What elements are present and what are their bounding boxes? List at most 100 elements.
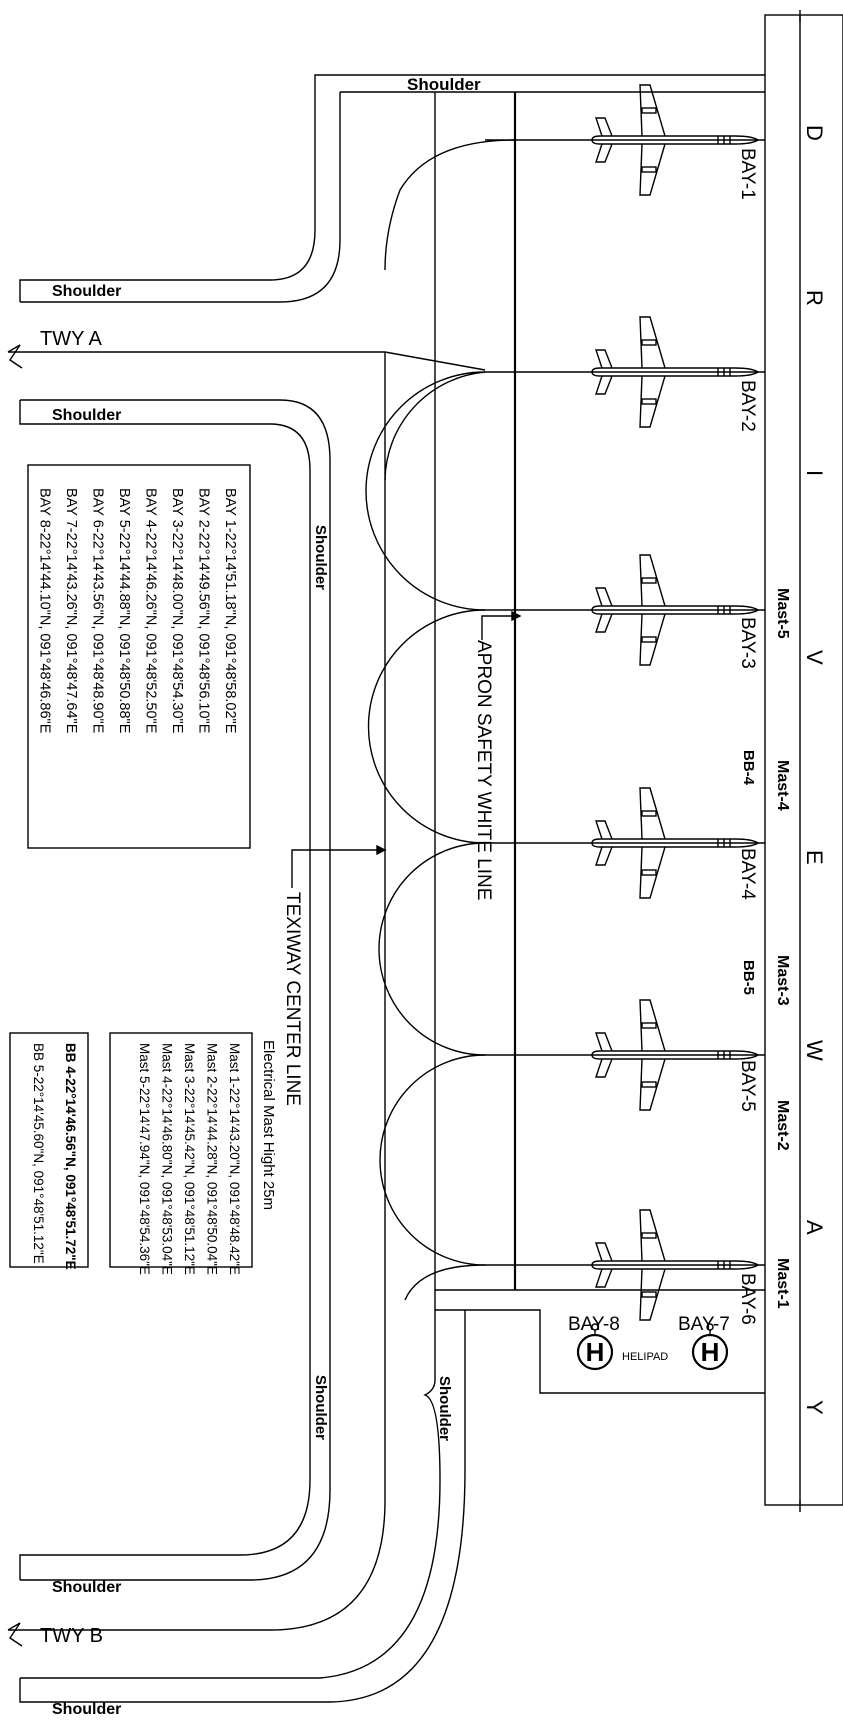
mast-box-title: Electrical Mast Hight 25m [260, 1040, 277, 1210]
bb-coords-box [9, 1032, 89, 1268]
twy-b-centerline [8, 352, 386, 1631]
aircraft-1 [591, 84, 760, 196]
shoulder-label-vertical-3: Shoulder [436, 1376, 453, 1441]
bay-label-6: BAY-6 [737, 1273, 758, 1325]
mast-label-1: Mast-1 [774, 1258, 791, 1309]
shoulder-label-twy-a-upper: Shoulder [52, 283, 121, 300]
taxiway-a [7, 74, 486, 1200]
mast-coords-box [109, 1032, 253, 1268]
twy-a-shoulder-top-outer [19, 74, 340, 302]
helipad-area-boundary [435, 1309, 765, 1394]
driveway-letter: I [802, 470, 827, 476]
driveway-letter: A [802, 1220, 827, 1235]
twy-b-edge-top [20, 1200, 331, 1581]
apron-outline [340, 74, 765, 1394]
bay-5-lead-in-arc [378, 842, 486, 1056]
label-leaders [291, 610, 522, 888]
twy-b-break-mark [7, 1622, 23, 1647]
shoulder-label-vertical-2: Shoulder [312, 1375, 329, 1440]
bay-label-1: BAY-1 [737, 148, 758, 200]
helipad-symbol: H [701, 1337, 720, 1367]
driveway-letter: W [802, 1040, 827, 1061]
apron-line-leader [481, 615, 520, 640]
bay-label-5: BAY-5 [737, 1060, 758, 1112]
bay-coord-2: BAY 2-22°14'49.56"N, 091°48'56.10"E [196, 488, 212, 734]
driveway-letter: D [802, 125, 827, 141]
bb-label-4: BB-4 [740, 750, 757, 786]
shoulder-label-twy-a-lower: Shoulder [52, 407, 121, 424]
bay-1-lead-in [384, 139, 516, 271]
bb-coord-5: BB 5-22°14'45.60"N, 091°48'51.12"E [31, 1043, 46, 1264]
mast-label-5: Mast-5 [774, 588, 791, 639]
shoulder-label-top: Shoulder [407, 75, 481, 94]
driveway-letter: E [802, 850, 827, 865]
taxiway-center-arrowhead [376, 844, 387, 856]
bay-coord-8: BAY 8-22°14'44.10"N, 091°48'46.86"E [37, 488, 53, 734]
twy-a-lead-in [384, 351, 486, 371]
mast-coord-1: Mast 1-22°14'43.20"N, 091°48'48.42"E [227, 1043, 242, 1275]
driveway-letter: R [802, 290, 827, 306]
bay-coord-3: BAY 3-22°14'48.00"N, 091°48'54.30"E [169, 488, 185, 734]
aircraft-3 [591, 554, 760, 666]
helipad-symbol: H [586, 1337, 605, 1367]
bay-coords-box [27, 464, 251, 849]
mast-coord-2: Mast 2-22°14'44.28"N, 091°48'50.04"E [205, 1043, 220, 1275]
twy-a-break-mark [7, 344, 23, 369]
bay-6-lead-in-arc [379, 1054, 486, 1266]
bay-4-lead-in-arc [367, 609, 486, 844]
aircraft-2 [591, 316, 760, 428]
twy-a-edge-bottom [20, 399, 331, 1200]
twy-a-shoulder-bottom-outer [19, 400, 311, 1180]
mast-coord-4: Mast 4-22°14'46.80"N, 091°48'53.04"E [160, 1043, 175, 1275]
twy-b-edge-bottom [20, 1290, 441, 1679]
helipad-label: HELIPAD [622, 1351, 668, 1363]
twy-a-label: TWY A [40, 328, 103, 350]
mast-coord-5: Mast 5-22°14'47.94"N, 091°48'54.36"E [137, 1043, 152, 1275]
bay-coord-7: BAY 7-22°14'43.26"N, 091°48'47.64"E [63, 488, 79, 734]
helipad-bay-8: H [576, 1323, 614, 1371]
apron-safety-line-label: APRON SAFETY WHITE LINE [473, 640, 494, 900]
bay-coord-5: BAY 5-22°14'44.88"N, 091°48'50.88"E [116, 488, 132, 734]
bay-label-4: BAY-4 [737, 848, 758, 900]
aircraft-4 [591, 787, 760, 899]
apron-line-arrowhead [511, 610, 522, 622]
taxiway-center-line-label: TEXIWAY CENTER LINE [282, 892, 303, 1106]
mast-label-3: Mast-3 [774, 955, 791, 1006]
twy-a-edge-top [20, 92, 341, 303]
shoulder-label-vertical-1: Shoulder [312, 525, 329, 590]
helipad-bay-7: H [691, 1323, 729, 1371]
bay-7-label: BAY-7 [678, 1314, 730, 1335]
bay-label-2: BAY-2 [737, 380, 758, 432]
twy-b-shoulder-bottom-outer [19, 1310, 466, 1703]
bay-coord-1: BAY 1-22°14'51.18"N, 091°48'58.02"E [222, 488, 238, 734]
aircraft-6 [591, 1209, 760, 1321]
bay-6-lower-arc [404, 1264, 486, 1301]
aircraft-group [591, 84, 760, 1321]
bay-2-upper-arc [384, 371, 486, 481]
bay-coord-6: BAY 6-22°14'43.56"N, 091°48'48.90"E [90, 488, 106, 734]
shoulder-label-twy-b-upper: Shoulder [52, 1579, 121, 1596]
twy-b-shoulder-top-outer [19, 1180, 311, 1580]
taxiway-b [7, 352, 466, 1703]
bb-coord-4: BB 4-22°14'46.56"N, 091°48'51.72"E [63, 1043, 78, 1270]
mast-label-4: Mast-4 [774, 760, 791, 811]
twy-b-label: TWY B [40, 1625, 103, 1647]
aircraft-5 [591, 999, 760, 1111]
bay-3-lead-in-arc [365, 371, 486, 611]
driveway-outline [764, 14, 843, 1506]
bay-coord-4: BAY 4-22°14'46.26"N, 091°48'52.50"E [143, 488, 159, 734]
driveway [764, 10, 843, 1512]
taxiway-center-leader [291, 849, 385, 888]
shoulder-label-twy-b-lower: Shoulder [52, 1701, 121, 1718]
driveway-letter: V [802, 650, 827, 665]
bay-8-label: BAY-8 [568, 1314, 620, 1335]
mast-coord-3: Mast 3-22°14'45.42"N, 091°48'51.12"E [182, 1043, 197, 1275]
mast-label-2: Mast-2 [774, 1100, 791, 1151]
bay-label-3: BAY-3 [737, 617, 758, 669]
driveway-letter: Y [802, 1400, 827, 1415]
bay-lead-in-arcs [365, 139, 765, 1301]
bb-label-5: BB-5 [740, 960, 757, 995]
